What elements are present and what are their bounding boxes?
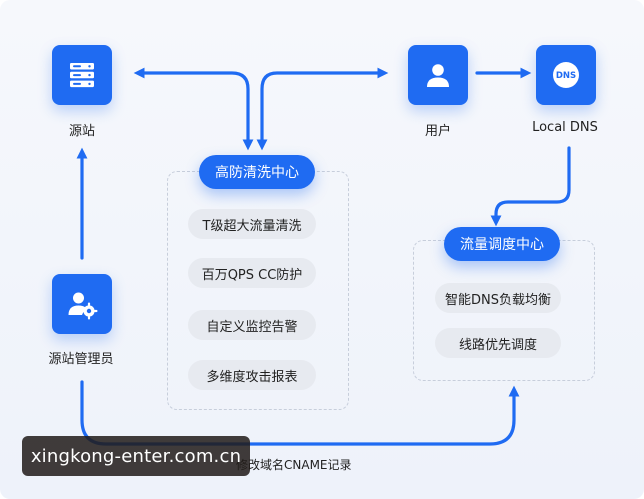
- ddos-feature-chip: 百万QPS CC防护: [188, 258, 316, 288]
- ddos-feature-chip: 多维度攻击报表: [188, 360, 316, 390]
- cname-edge-label: 修改域名CNAME记录: [236, 458, 352, 472]
- user-label: 用户: [424, 124, 452, 139]
- traffic-feature-chip: 线路优先调度: [435, 328, 561, 358]
- origin-node: [52, 45, 112, 105]
- admin-node: [52, 274, 112, 334]
- ddos-feature-chip: T级超大流量清洗: [188, 209, 316, 239]
- local-dns-node: DNS: [536, 45, 596, 105]
- server-icon: [70, 63, 94, 88]
- user-icon: [427, 64, 449, 87]
- traffic-center-title: 流量调度中心: [444, 227, 560, 261]
- ddos-center-title: 高防清洗中心: [199, 155, 315, 189]
- svg-text:DNS: DNS: [556, 71, 576, 81]
- origin-label: 源站: [68, 124, 96, 139]
- local-dns-label: Local DNS: [532, 120, 598, 135]
- edge-origin-to-ddos: [133, 67, 254, 151]
- dns-globe-icon: DNS: [553, 62, 579, 88]
- edge-dns-to-traffic: [490, 146, 571, 227]
- traffic-feature-chip: 智能DNS负载均衡: [435, 283, 561, 313]
- admin-gear-icon: [68, 292, 98, 320]
- admin-label: 源站管理员: [48, 352, 114, 367]
- watermark: xingkong-enter.com.cn: [22, 436, 250, 476]
- user-node: [408, 45, 468, 105]
- edge-user-to-ddos: [256, 67, 389, 151]
- ddos-feature-chip: 自定义监控告警: [188, 310, 316, 340]
- edge-admin-to-traffic: [80, 380, 520, 446]
